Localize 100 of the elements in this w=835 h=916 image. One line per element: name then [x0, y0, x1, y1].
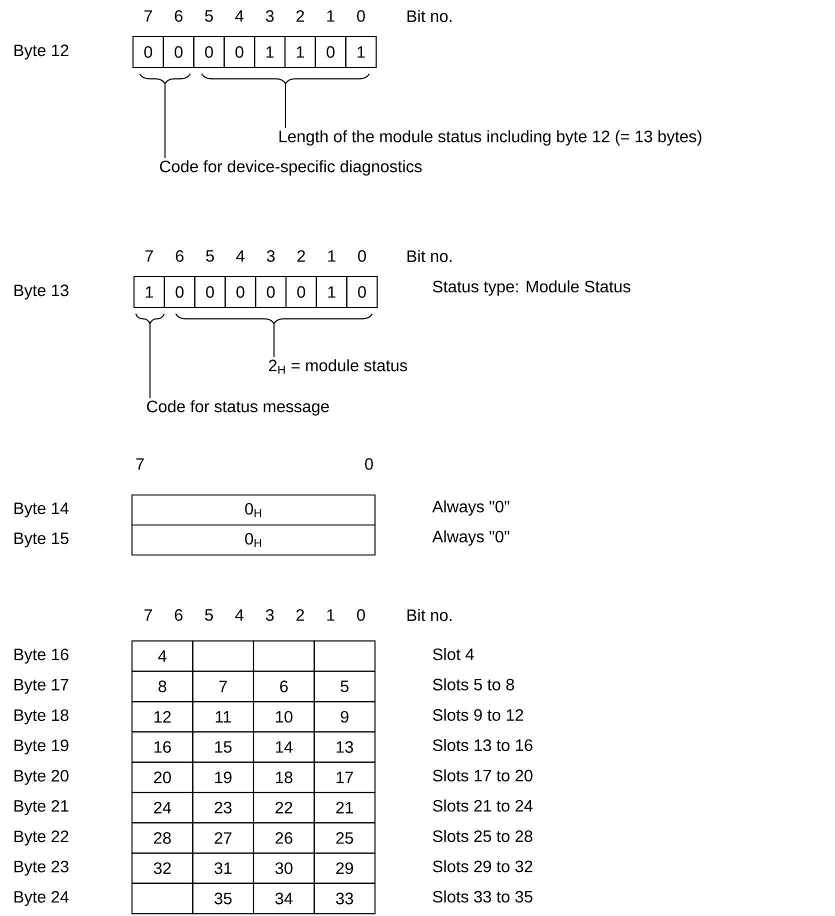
row-label: Byte 14 [14, 502, 69, 518]
brace [139, 74, 191, 84]
row-label: Byte 12 [14, 44, 68, 60]
byte-field: 0$_{H}$ [131, 524, 376, 556]
slot-cell: 27 [192, 822, 254, 854]
slot-cell: 35 [192, 882, 254, 914]
slot-cell: 19 [192, 762, 254, 794]
bit-number: 7 [145, 250, 153, 262]
bit-number: 5 [205, 10, 213, 22]
annotation: Code for device-specific diagnostics [160, 160, 422, 176]
annotation: Length of the module status including byte 12 (= 13 bytes) [280, 130, 702, 146]
bit-number: 0 [357, 10, 365, 22]
annotation: 2$_{H}$ = module status [269, 359, 408, 374]
slot-cell: 31 [192, 852, 254, 884]
slot-cell: 24 [131, 792, 194, 824]
bit-number: 0 [358, 250, 366, 262]
bit-cell: 0 [285, 276, 317, 308]
description: Slots 17 to 20 [432, 769, 532, 782]
bit-number: 3 [266, 250, 275, 262]
description: Slot 4 [432, 648, 474, 660]
bit-cell: 0 [224, 276, 256, 308]
slot-cell: 14 [252, 731, 315, 763]
description: Slots 25 to 28 [432, 830, 532, 842]
slot-cell: 11 [192, 701, 254, 732]
column-header: Bit no. [408, 250, 452, 262]
bit-cell: 0 [132, 36, 164, 68]
description: Slots 13 to 16 [432, 738, 532, 752]
slot-cell: 13 [314, 731, 376, 763]
bit-number: 1 [327, 609, 334, 621]
note: Status type: Module Status [432, 280, 630, 296]
bit-number: 3 [266, 609, 274, 621]
slot-cell: 28 [131, 822, 194, 854]
slot-cell: 7 [192, 670, 254, 702]
row-label: Byte 18 [14, 709, 68, 724]
bit-number: 6 [174, 609, 182, 621]
slot-cell: 17 [314, 762, 376, 794]
bit-cell: 0 [162, 36, 194, 68]
row-label: Byte 24 [14, 891, 69, 906]
slot-cell: 34 [252, 882, 315, 914]
bit-cell: 1 [316, 276, 348, 308]
row-label: Byte 15 [14, 532, 68, 548]
slot-cell: 20 [131, 762, 194, 794]
bit-number: 2 [296, 609, 304, 621]
column-header: Bit no. [408, 10, 452, 22]
bit-cell: 0 [194, 276, 226, 308]
row-label: Byte 23 [14, 860, 68, 876]
bit-number: 1 [327, 10, 334, 22]
bit-cell: 1 [345, 36, 377, 68]
bit-cell: 1 [133, 276, 165, 308]
row-label: Byte 22 [14, 830, 68, 846]
bit-number: 3 [266, 10, 274, 22]
description: Slots 29 to 32 [432, 860, 532, 872]
bit-cell: 0 [224, 36, 256, 68]
bit-number: 4 [235, 10, 244, 22]
row-label: Byte 16 [14, 648, 68, 664]
row-label: Byte 20 [14, 770, 68, 785]
row-label: Byte 13 [14, 284, 68, 300]
bit-number: 6 [176, 250, 184, 262]
slot-cell: 21 [314, 792, 376, 824]
byte-field: 0$_{H}$ [131, 494, 376, 526]
slot-cell: 29 [314, 852, 376, 884]
slot-cell: 33 [314, 882, 376, 914]
bit-cell: 1 [284, 36, 316, 68]
leader-line [149, 324, 151, 398]
bit-cell: 0 [255, 276, 287, 308]
description: Slots 5 to 8 [432, 678, 514, 690]
slot-cell: 5 [314, 670, 376, 702]
column-header: Bit no. [408, 608, 452, 622]
bit-cell: 0 [314, 36, 346, 68]
bit-number: 7 [144, 609, 152, 621]
row-label: Byte 19 [14, 740, 68, 754]
slot-cell: 26 [252, 822, 315, 854]
bit-number: 4 [235, 609, 244, 621]
description: Always "0" [432, 530, 510, 546]
bit-number: 5 [205, 609, 213, 621]
bit-cell: 0 [164, 276, 196, 308]
bit-number: 7 [136, 458, 144, 470]
bit-number: 7 [144, 10, 152, 22]
slot-cell: 23 [192, 792, 254, 824]
slot-cell: 25 [314, 822, 376, 854]
slot-cell: 8 [131, 670, 194, 702]
leader-line [284, 84, 286, 128]
slot-cell: 6 [252, 670, 315, 702]
bit-number: 2 [296, 10, 304, 22]
slot-cell: 22 [252, 792, 315, 824]
brace [175, 314, 373, 324]
bit-number: 4 [236, 250, 244, 262]
slot-cell: 4 [131, 640, 194, 672]
annotation: Code for status message [147, 400, 329, 416]
slot-cell: 18 [252, 762, 315, 794]
description: Slots 21 to 24 [432, 800, 533, 812]
bit-number: 5 [206, 250, 214, 262]
bit-cell: 0 [193, 36, 225, 68]
bit-number: 2 [297, 250, 305, 262]
bit-cell: 1 [254, 36, 286, 68]
slot-cell: 15 [192, 731, 254, 763]
brace [135, 314, 165, 324]
description: Slots 33 to 35 [432, 890, 532, 903]
slot-cell: 30 [252, 852, 315, 884]
description: Slots 9 to 12 [432, 708, 524, 721]
